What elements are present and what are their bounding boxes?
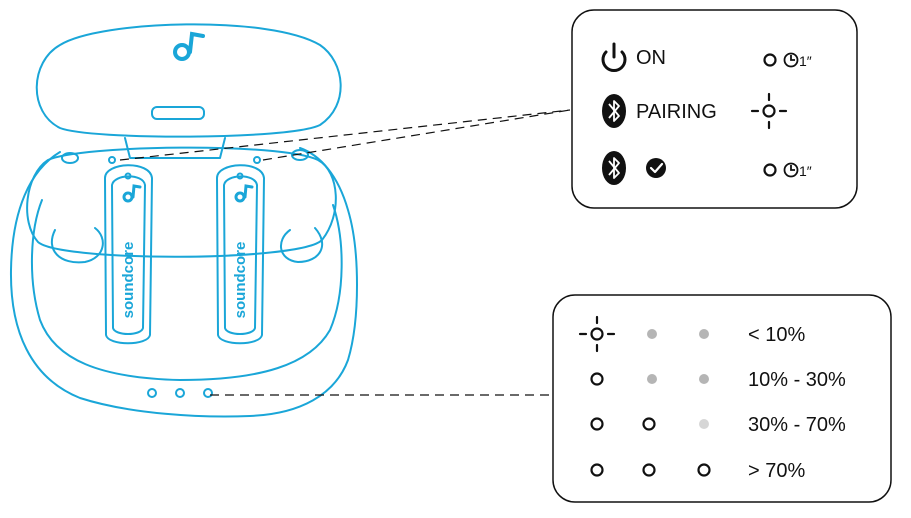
clock-icon: [783, 52, 799, 68]
check-icon: [646, 158, 666, 178]
status-duration-on: 1″: [799, 53, 812, 69]
battery-label: 30% - 70%: [748, 414, 846, 436]
status-led-connected: [763, 163, 777, 177]
left-earbud-logo: [122, 184, 142, 203]
right-earbud-brand: soundcore: [232, 242, 249, 319]
right-earbud-logo: [234, 184, 254, 203]
right-earbud: [216, 164, 265, 345]
left-earbud-brand: soundcore: [120, 242, 137, 319]
led-off: [699, 329, 709, 339]
charging-case: [9, 23, 358, 418]
lid-latch: [151, 106, 205, 120]
right-pin: [291, 149, 309, 161]
leader-top-1: [119, 109, 571, 161]
status-panel: [571, 9, 858, 209]
bluetooth-connected-icon: [602, 151, 626, 185]
status-label-on: ON: [636, 47, 666, 69]
led-on: [642, 463, 656, 477]
blinking-led-icon: [578, 315, 616, 353]
battery-row-1: < 10%: [578, 315, 805, 353]
lid-logo: [173, 31, 205, 61]
case-battery-led-3: [203, 388, 213, 398]
led-on: [590, 463, 604, 477]
led-on: [697, 463, 711, 477]
case-battery-led-2: [175, 388, 185, 398]
battery-row-3: 30% - 70%: [590, 414, 846, 436]
status-duration-connected: 1″: [799, 163, 812, 179]
status-led-on: [763, 53, 777, 67]
left-eartip: [50, 227, 104, 264]
status-label-pairing: PAIRING: [636, 101, 717, 123]
power-icon: [601, 42, 627, 72]
clock-icon: [783, 162, 799, 178]
leader-top-2: [262, 109, 571, 161]
led-on: [642, 417, 656, 431]
case-lid: [35, 23, 342, 138]
battery-label: > 70%: [748, 460, 805, 482]
left-pin: [61, 152, 79, 164]
right-eartip: [280, 227, 324, 263]
led-on: [590, 372, 604, 386]
led-off: [647, 374, 657, 384]
battery-row-4: > 70%: [590, 460, 805, 482]
led-off: [647, 329, 657, 339]
pairing-led-right: [253, 156, 261, 164]
case-tray: [26, 146, 337, 258]
pairing-led-left: [108, 156, 116, 164]
left-earbud: [104, 164, 153, 345]
battery-panel: [552, 294, 892, 503]
case-base-inner: [31, 199, 343, 381]
case-base-outer: [9, 147, 358, 418]
case-battery-led-1: [147, 388, 157, 398]
leader-lines: [119, 109, 571, 396]
bluetooth-icon: [602, 94, 626, 128]
battery-row-2: 10% - 30%: [590, 369, 846, 391]
battery-label: 10% - 30%: [748, 369, 846, 391]
led-off: [699, 374, 709, 384]
battery-label: < 10%: [748, 324, 805, 346]
led-on: [590, 417, 604, 431]
blinking-led-icon: [750, 92, 788, 130]
led-faint: [699, 419, 709, 429]
